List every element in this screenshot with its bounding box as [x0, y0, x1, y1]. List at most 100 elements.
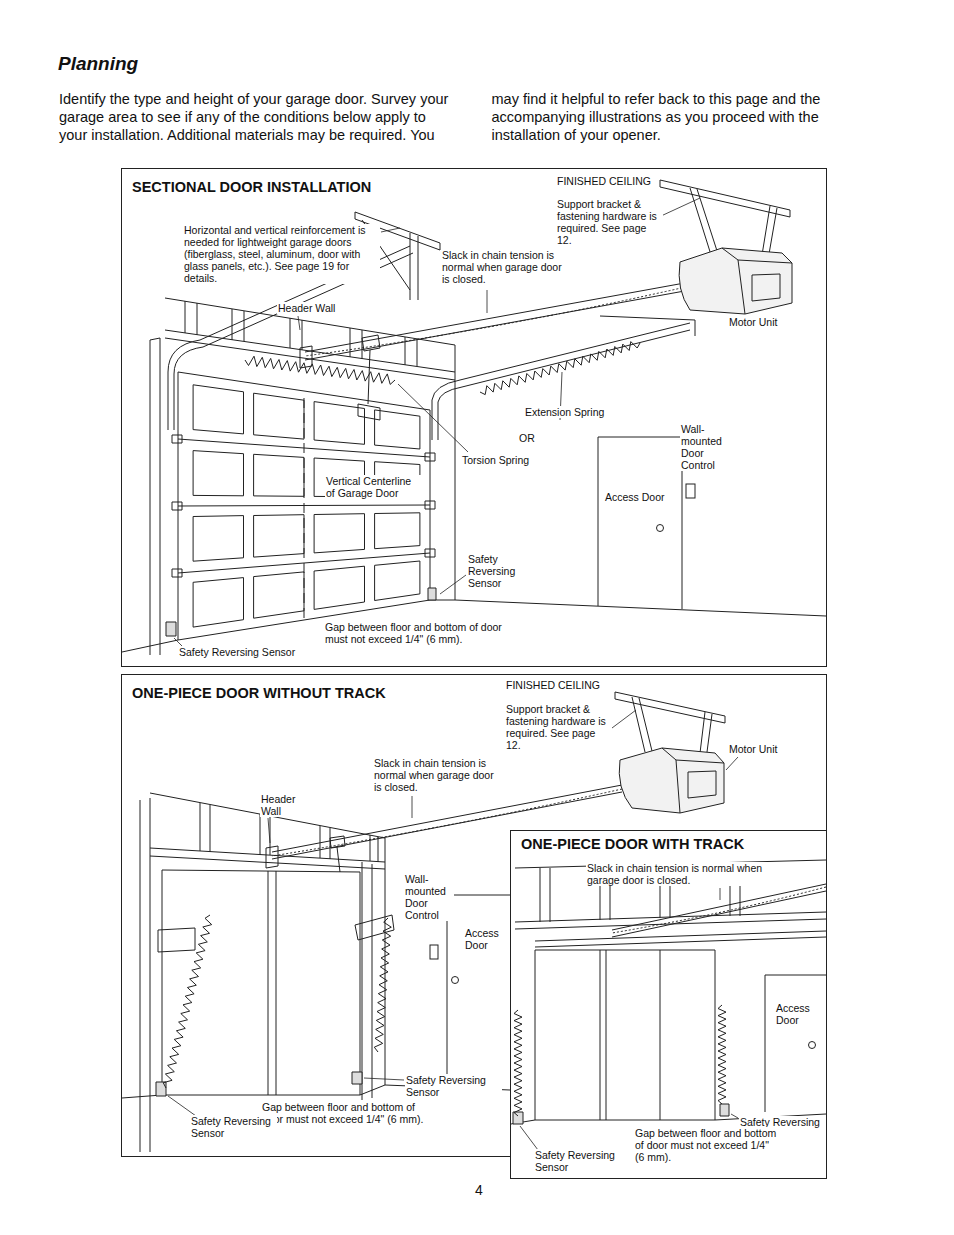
one-piece-door-track-drawing: [535, 931, 826, 947]
one-piece-door-track-drawing: [535, 950, 715, 1120]
leader-lines: [520, 888, 738, 1150]
door-window: [193, 516, 243, 562]
sectional-door-drawing: [122, 180, 826, 655]
panel-heading: SECTIONAL DOOR INSTALLATION: [122, 169, 381, 206]
callout-label: Access Door: [604, 491, 666, 503]
one-piece-door-drawing: [140, 798, 150, 1152]
callout-label: Horizontal and vertical reinforcement is…: [183, 224, 380, 284]
one-piece-door-drawing: [619, 748, 724, 813]
leader-lines: [174, 198, 700, 646]
spring-symbol: [480, 342, 640, 395]
spring-symbol: [163, 915, 212, 1088]
callout-label: Header Wall: [277, 302, 336, 314]
door-window: [193, 578, 243, 628]
callout-label: Support bracket & fastening hardware is …: [505, 703, 612, 751]
leader-lines: [520, 888, 738, 1150]
door-window: [314, 514, 364, 553]
callout-label: Gap between floor and bottom of door mus…: [261, 1101, 438, 1125]
callout-label: Motor Unit: [728, 743, 778, 755]
callout-label: Wall-mounted Door Control: [404, 873, 454, 921]
one-piece-door-drawing: [268, 871, 276, 1095]
callout-label: Slack in chain tension is normal when ga…: [586, 862, 788, 886]
callout-label: Header Wall: [260, 793, 302, 817]
panel-heading: ONE-PIECE DOOR WITHOUT TRACK: [122, 675, 396, 712]
door-window: [254, 393, 304, 439]
callout-label: Support bracket & fastening hardware is …: [556, 198, 663, 246]
spring-symbol: [245, 356, 395, 384]
callout-label: Safety Reversing Sensor: [190, 1115, 277, 1139]
inset-ground: [510, 830, 827, 1179]
callout-label: FINISHED CEILING: [505, 679, 601, 691]
callout-label: OR: [518, 432, 536, 444]
sectional-door-drawing: [660, 180, 790, 258]
panel-heading: ONE-PIECE DOOR WITH TRACK: [511, 831, 754, 863]
door-window: [254, 515, 304, 557]
door-window: [314, 566, 364, 609]
sectional-door-drawing: [598, 437, 682, 609]
door-window: [254, 454, 304, 496]
one-piece-door-drawing: [615, 692, 725, 753]
one-piece-door-track-drawing: [600, 950, 660, 1120]
one-piece-door-drawing: [266, 846, 278, 868]
door-window: [193, 451, 243, 496]
one-piece-door-drawing: [158, 915, 394, 952]
door-window: [254, 572, 304, 618]
sectional-door-drawing: [305, 282, 690, 360]
callout-label: Safety Reversing Sensor: [467, 553, 524, 589]
one-piece-door-drawing: [162, 870, 360, 1095]
door-window: [375, 561, 420, 601]
page-number: 4: [474, 1182, 484, 1198]
one-piece-door-drawing: [662, 748, 724, 813]
one-piece-door-drawing: [362, 862, 372, 1100]
sectional-door-drawing: [600, 316, 695, 336]
door-windows: [193, 385, 420, 627]
door-window: [314, 402, 364, 445]
sectional-door-drawing: [185, 301, 417, 366]
door-window: [375, 410, 420, 449]
one-piece-door-drawing: [430, 945, 438, 959]
callout-label: Torsion Spring: [461, 454, 530, 466]
page-title: Planning: [58, 53, 138, 75]
one-piece-door-track-drawing: [765, 975, 826, 1112]
one-piece-door-drawing: [452, 977, 459, 984]
one-piece-door-track-drawing: [612, 884, 826, 937]
one-piece-door-track-drawing: [513, 1104, 729, 1124]
one-piece-door-track-drawing: [809, 1042, 816, 1049]
sectional-door-drawing: [432, 323, 690, 440]
spring-symbol: [514, 1010, 522, 1116]
spring-symbol: [718, 1005, 726, 1104]
one-piece-door-track-drawing: [511, 860, 826, 1124]
sectional-door-drawing: [686, 484, 695, 498]
callout-label: FINISHED CEILING: [556, 175, 652, 187]
intro-text: Identify the type and height of your gar…: [58, 90, 890, 144]
sectional-door-drawing: [679, 248, 792, 314]
callout-label: Safety Reversing Sensor: [178, 646, 296, 658]
one-piece-door-track-drawing: [612, 887, 826, 933]
one-piece-door-drawing: [156, 1072, 362, 1096]
callout-label: Motor Unit: [728, 316, 778, 328]
leader-lines: [174, 198, 700, 646]
callout-label: Safety Reversing Sensor: [534, 1149, 631, 1173]
sectional-door-drawing: [178, 372, 430, 640]
sectional-door-drawing: [300, 346, 312, 368]
spring-symbol: [374, 918, 391, 1052]
sectional-door-drawing: [150, 338, 160, 655]
sectional-door-drawing: [657, 525, 664, 532]
callout-label: Vertical Centerline of Garage Door: [325, 475, 422, 499]
door-window: [375, 513, 420, 549]
one-piece-door-drawing: [330, 836, 345, 872]
callout-label: Access Door: [464, 927, 506, 951]
callout-label: Gap between floor and bottom of door mus…: [324, 621, 521, 645]
one-piece-door-drawing: [122, 838, 510, 1098]
callout-label: Gap between floor and bottom of door mus…: [634, 1127, 781, 1163]
callout-label: Wall-mounted Door Control: [680, 423, 730, 471]
one-piece-door-drawing: [150, 793, 385, 869]
one-piece-door-track-drawing: [515, 912, 826, 929]
callout-label: Extension Spring: [524, 406, 605, 418]
callout-label: Safety Reversing Sensor: [405, 1074, 502, 1098]
callout-label: Slack in chain tension is normal when ga…: [373, 757, 495, 793]
sectional-door-drawing: [722, 248, 792, 314]
sectional-door-drawing: [122, 345, 826, 652]
callout-label: Access Door: [775, 1002, 817, 1026]
